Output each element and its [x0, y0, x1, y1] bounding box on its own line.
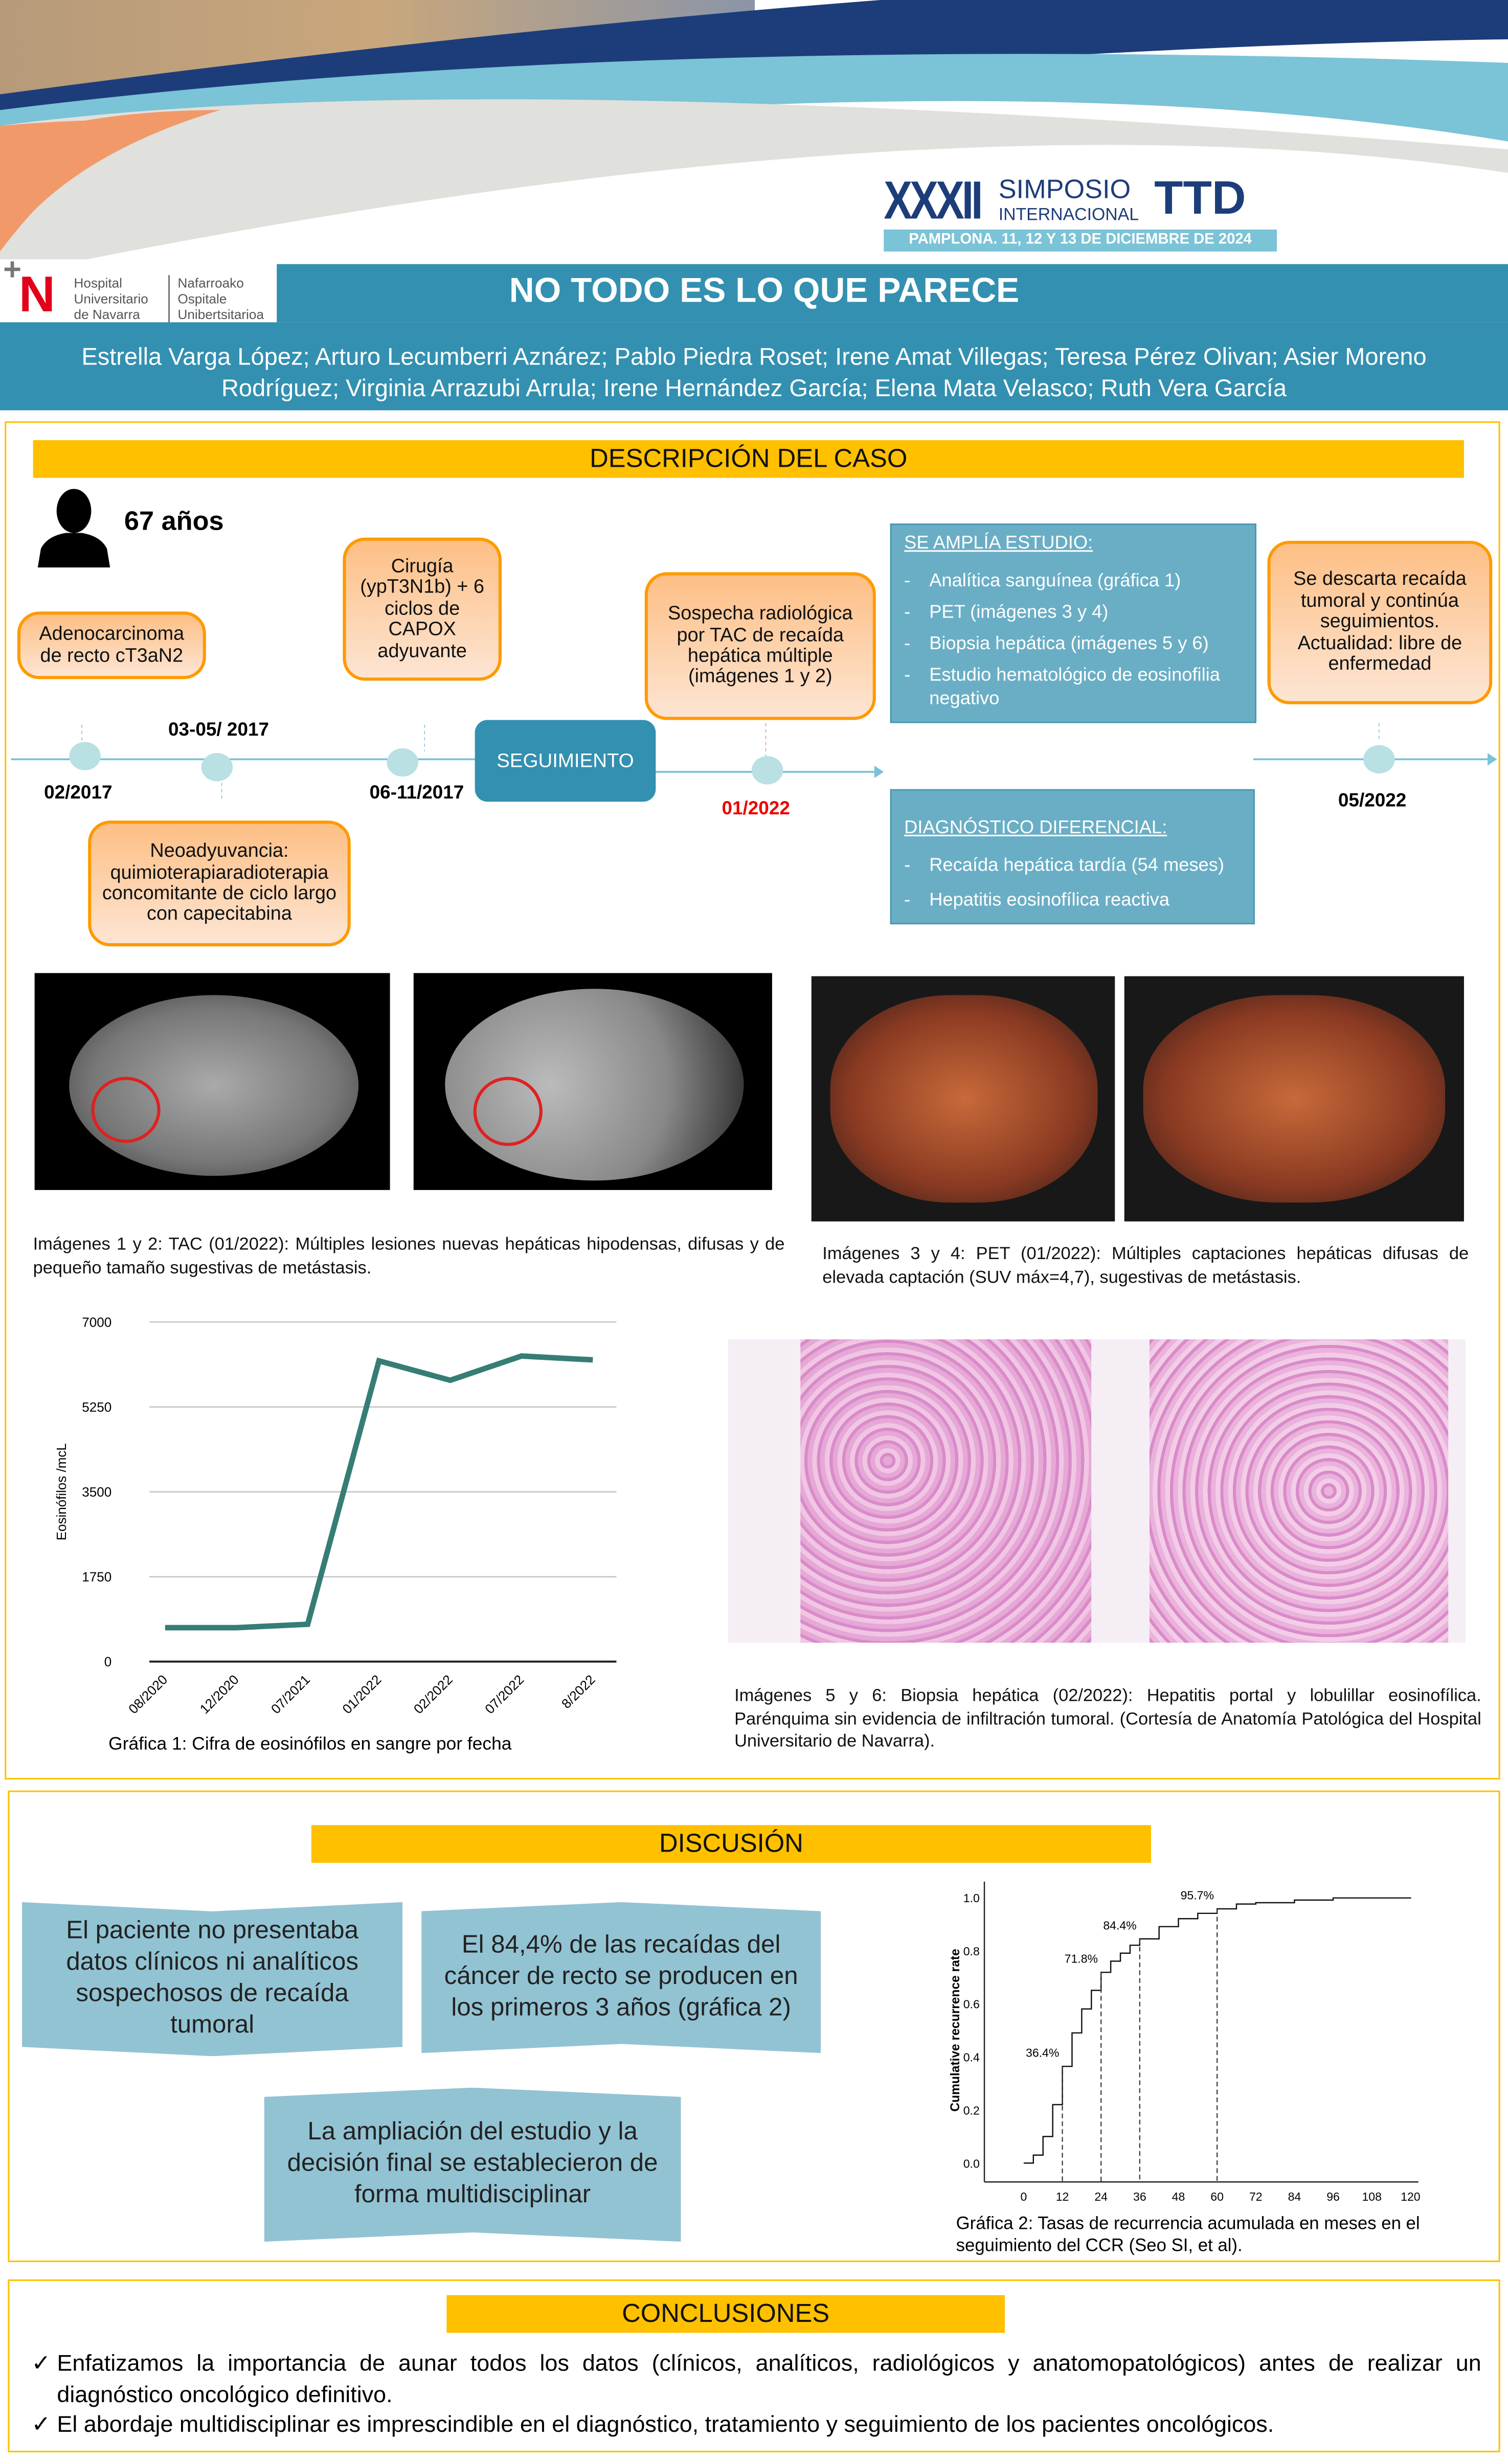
lesion-marker	[91, 1077, 161, 1143]
conclusions-heading: CONCLUSIONES	[446, 2295, 1005, 2333]
biopsy-image-5	[800, 1339, 1092, 1643]
x-tick-label: 02/2022	[411, 1672, 456, 1717]
timeline-node	[387, 748, 418, 777]
patient-age: 67 años	[124, 506, 224, 536]
symposium-logo: XXXII SIMPOSIO INTERNACIONAL TTD PAMPLON…	[884, 174, 1277, 255]
discussion-point: El 84,4% de las recaídas del cáncer de r…	[421, 1902, 821, 2054]
y-tick-label: 5250	[82, 1399, 111, 1414]
case-section	[5, 421, 1500, 1780]
timeline-node	[1363, 745, 1395, 773]
poster-title: NO TODO ES LO QUE PARECE	[509, 270, 1020, 310]
blue-band	[0, 54, 1508, 173]
y-tick-label: 0.8	[963, 1945, 980, 1958]
date-label: 06-11/2017	[369, 781, 464, 804]
x-tick-label: 8/2022	[558, 1672, 598, 1712]
ct-image-2	[413, 973, 772, 1190]
y-axis-label: Eosinófilos /mcL	[54, 1443, 69, 1540]
date-label-highlight: 01/2022	[722, 797, 790, 819]
timeline-node	[201, 752, 233, 782]
followup-box: SEGUIMIENTO	[475, 720, 656, 802]
discussion-section	[8, 1790, 1500, 2263]
y-tick-label: 1.0	[963, 1891, 980, 1905]
x-tick-label: 120	[1401, 2190, 1420, 2203]
y-tick-label: 0.6	[963, 1998, 980, 2011]
cross-icon: +	[3, 253, 22, 288]
event-diagnosis: Adenocarcinoma de recto cT3aN2	[17, 611, 206, 679]
x-tick-label: 12/2020	[197, 1672, 242, 1717]
y-tick-label: 1750	[82, 1569, 111, 1585]
grey-band	[0, 99, 1508, 267]
date-label: 05/2022	[1338, 789, 1407, 811]
pet-image-3	[811, 976, 1115, 1222]
date-label: 02/2017	[44, 781, 112, 804]
x-tick-label: 60	[1210, 2190, 1224, 2203]
y-tick-label: 0.4	[963, 2051, 980, 2064]
person-icon	[37, 489, 110, 568]
y-tick-label: 7000	[82, 1314, 111, 1330]
x-tick-label: 36	[1133, 2190, 1146, 2203]
event-surgery: Cirugía (ypT3N1b) + 6 ciclos de CAPOX ad…	[343, 537, 502, 681]
annotation-label: 84.4%	[1103, 1919, 1136, 1932]
timeline-node	[751, 756, 783, 785]
discussion-point: El paciente no presentaba datos clínicos…	[22, 1902, 403, 2057]
discussion-point: La ampliación del estudio y la decisión …	[264, 2087, 681, 2242]
check-icon: ✓	[31, 2413, 51, 2438]
ct-caption: Imágenes 1 y 2: TAC (01/2022): Múltiples…	[33, 1236, 785, 1277]
chart1-caption: Gráfica 1: Cifra de eosinófilos en sangr…	[108, 1735, 512, 1754]
pet-caption: Imágenes 3 y 4: PET (01/2022): Múltiples…	[822, 1245, 1469, 1287]
chart2-caption: Gráfica 2: Tasas de recurrencia acumulad…	[956, 2215, 1420, 2256]
event-suspicion: Sospecha radiológica por TAC de recaída …	[644, 572, 876, 720]
lesion-marker	[473, 1077, 543, 1146]
biopsy-caption: Imágenes 5 y 6: Biopsia hepática (02/202…	[734, 1686, 1481, 1751]
ct-image-1	[34, 973, 390, 1190]
conclusions-section	[8, 2279, 1500, 2453]
data-point	[450, 1380, 451, 1381]
x-tick-label: 84	[1288, 2190, 1301, 2203]
y-tick-label: 0.2	[963, 2104, 980, 2117]
event-outcome: Se descarta recaída tumoral y continúa s…	[1267, 540, 1493, 704]
x-tick-label: 96	[1326, 2190, 1340, 2203]
x-tick-label: 12	[1056, 2190, 1069, 2203]
title-bar	[277, 264, 1508, 323]
hospital-n-mark: N	[18, 265, 55, 323]
recurrence-curve	[1023, 1897, 1411, 2164]
event-neoadjuvant: Neoadyuvancia: quimioterapiaradioterapia…	[88, 820, 351, 947]
x-tick-label: 07/2021	[268, 1672, 313, 1717]
study-box: SE AMPLÍA ESTUDIO: -Analítica sanguínea …	[890, 523, 1257, 723]
data-point	[307, 1624, 308, 1625]
timeline-node	[69, 742, 101, 770]
x-tick-label: 108	[1362, 2190, 1381, 2203]
recurrence-chart: 0.0 0.2 0.4 0.6 0.8 1.0 0 12 24 36 48 60 72 84 96 108 12…	[949, 1881, 1421, 2203]
conclusion-item: ✓Enfatizamos la importancia de aunar tod…	[32, 2350, 1481, 2411]
x-tick-label: 08/2020	[125, 1672, 170, 1717]
authors: Estrella Varga López; Arturo Lecumberri …	[81, 344, 1427, 403]
x-tick-label: 01/2022	[340, 1672, 385, 1717]
x-tick-label: 0	[1020, 2190, 1027, 2203]
y-tick-label: 0.0	[963, 2157, 980, 2171]
x-tick-label: 24	[1094, 2190, 1108, 2203]
date-label: 03-05/ 2017	[168, 718, 269, 741]
case-heading: DESCRIPCIÓN DEL CASO	[33, 440, 1464, 478]
check-icon: ✓	[31, 2352, 51, 2377]
x-tick-label: 72	[1249, 2190, 1263, 2203]
x-tick-label: 07/2022	[482, 1672, 527, 1717]
authors-bar	[0, 322, 1508, 410]
y-axis-label: Cumulative recurrence rate	[949, 1949, 962, 2112]
biopsy-image-6	[1149, 1339, 1449, 1643]
annotation-label: 95.7%	[1181, 1889, 1214, 1902]
conclusions-list: ✓Enfatizamos la importancia de aunar tod…	[32, 2350, 1481, 2442]
y-tick-label: 0	[104, 1654, 112, 1670]
annotation-label: 71.8%	[1065, 1952, 1098, 1966]
y-tick-label: 3500	[82, 1484, 111, 1499]
differential-box: DIAGNÓSTICO DIFERENCIAL: -Recaída hepáti…	[890, 789, 1255, 925]
pet-image-4	[1124, 976, 1464, 1222]
annotation-label: 36.4%	[1026, 2046, 1059, 2060]
header-decoration	[0, 0, 1508, 267]
biopsy-images	[728, 1339, 1466, 1643]
conclusion-item: ✓El abordaje multidisciplinar es impresc…	[32, 2411, 1481, 2442]
discussion-heading: DISCUSIÓN	[311, 1825, 1151, 1863]
x-tick-label: 48	[1172, 2190, 1185, 2203]
